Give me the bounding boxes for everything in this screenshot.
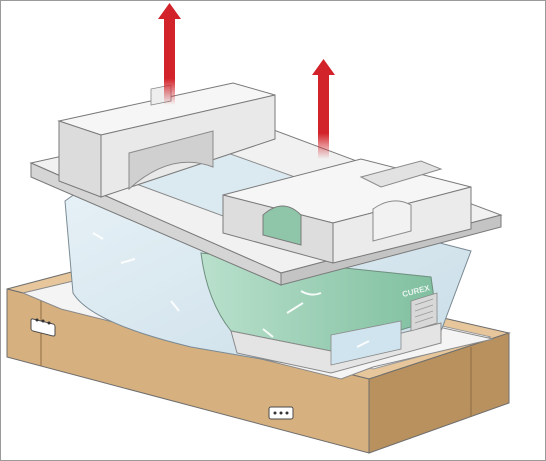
rear-foam-block — [57, 82, 276, 198]
handle-slot-icon — [268, 406, 294, 420]
handle-slot-icon — [30, 318, 56, 337]
front-foam-block — [222, 158, 472, 264]
up-arrow-icon — [312, 59, 335, 159]
top-foam-packaging — [29, 82, 503, 286]
up-arrow-icon — [158, 3, 181, 105]
